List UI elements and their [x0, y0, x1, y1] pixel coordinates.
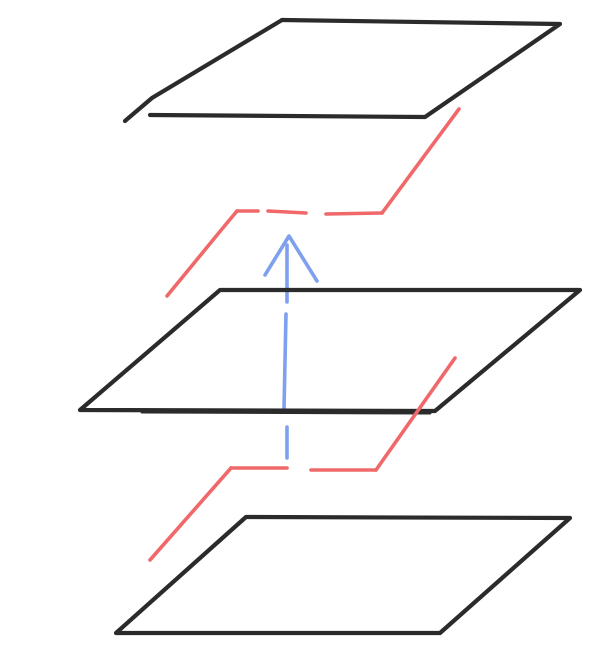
upper-red-boundary [165, 107, 461, 298]
upper-red-top-segment-middle [266, 209, 308, 215]
upper-red-left-edge [165, 209, 239, 298]
middle-plane [77, 287, 583, 415]
top-plane-left-edge [122, 17, 285, 124]
top-plane-outline [147, 17, 563, 120]
top-plane [122, 17, 563, 124]
lower-red-left-edge [148, 466, 233, 562]
upward-arrow [263, 234, 319, 460]
bottom-plane-outline [113, 514, 573, 636]
bottom-plane [113, 514, 573, 636]
upper-red-right-edge [380, 107, 461, 215]
upper-red-top-segment-right [324, 211, 384, 216]
arrow-shaft-middle [282, 312, 288, 411]
middle-plane-front-edge-shadow [140, 410, 432, 415]
middle-plane-outline [77, 287, 583, 414]
arrow-head [263, 234, 319, 283]
lower-red-right-edge [374, 356, 457, 472]
lower-red-boundary [148, 356, 457, 562]
